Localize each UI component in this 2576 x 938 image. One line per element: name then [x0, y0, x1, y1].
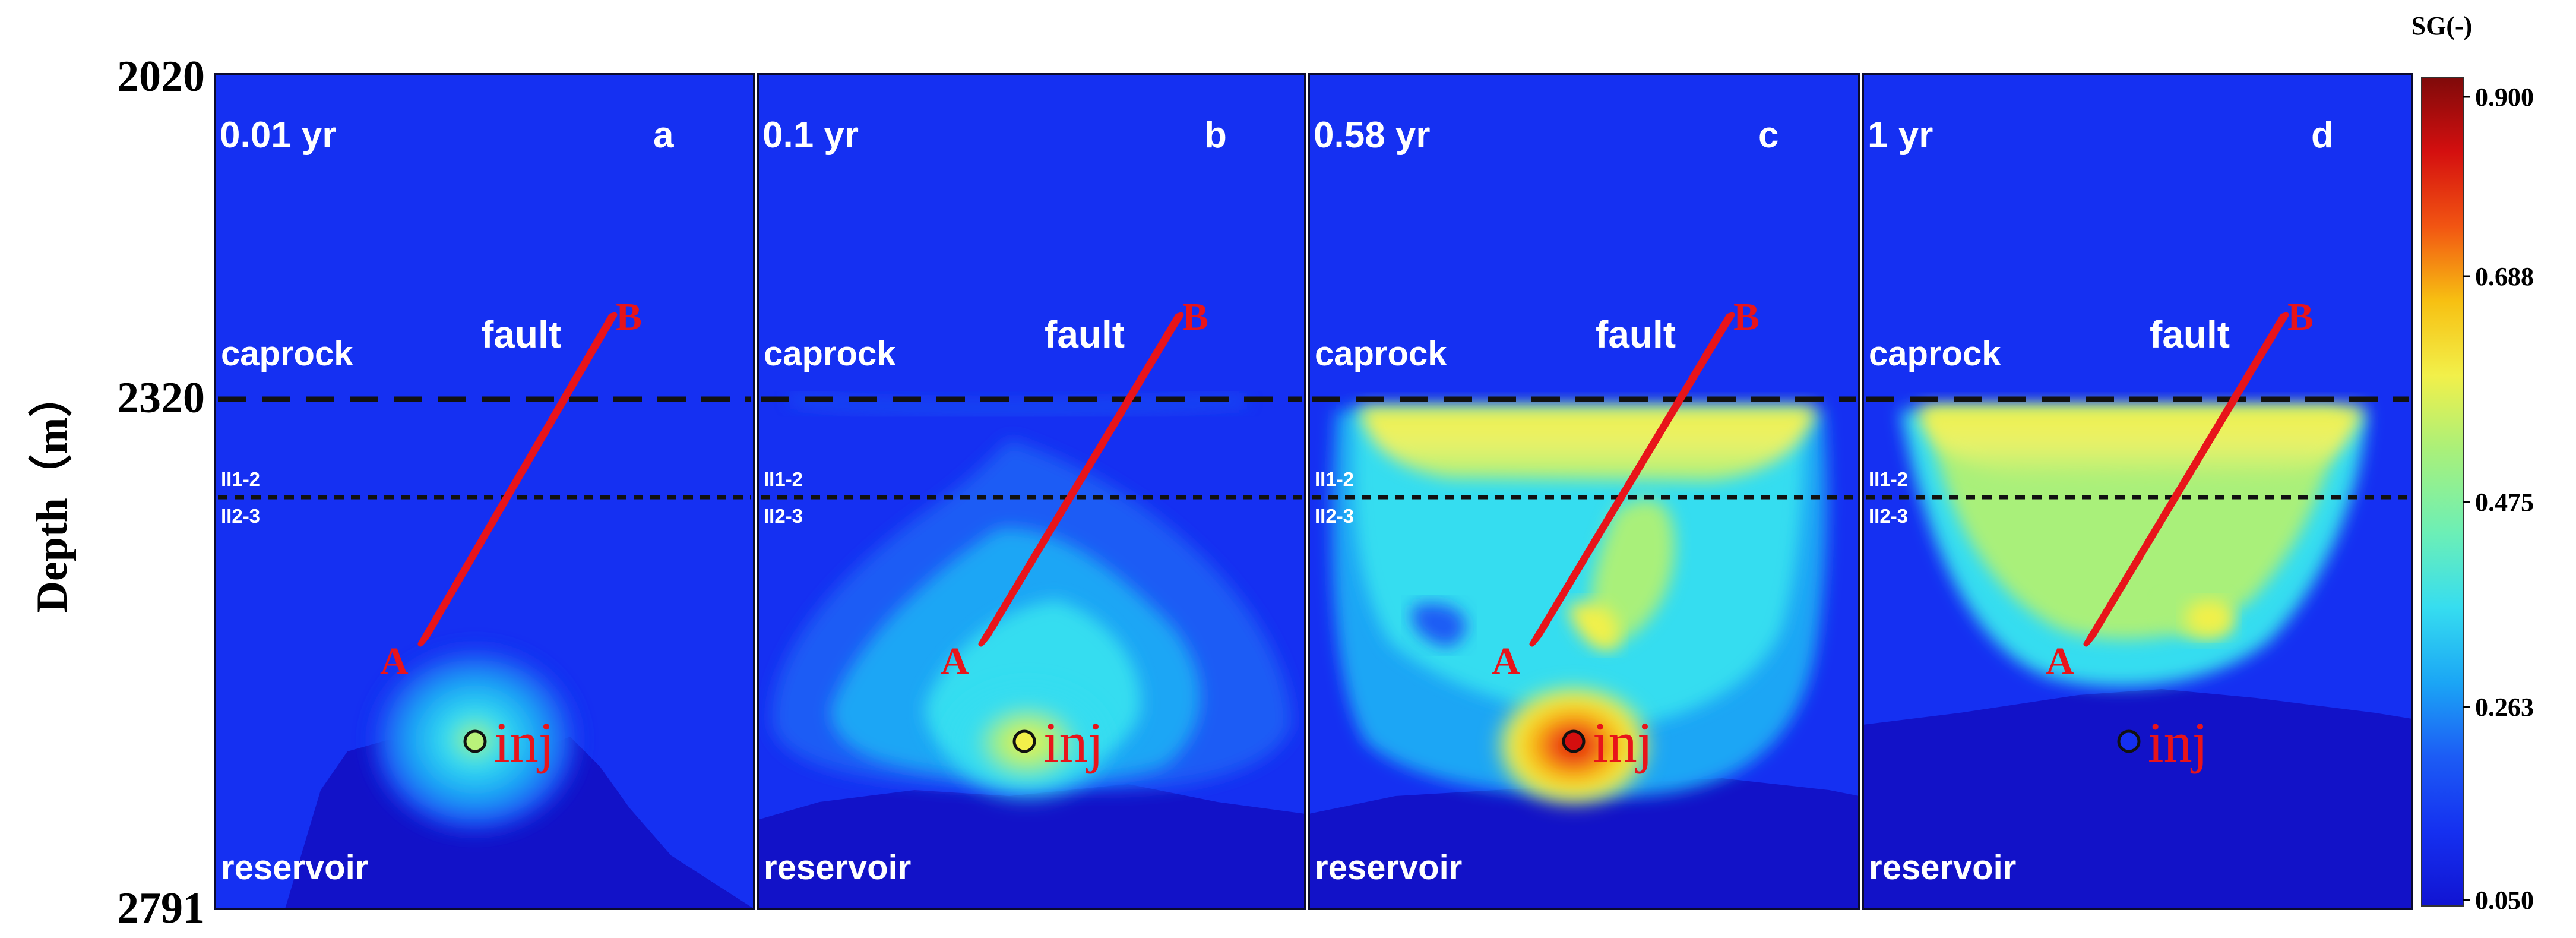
panel-time-label: 1 yr	[1868, 115, 1933, 156]
layer-label-lower: II2-3	[764, 505, 803, 527]
panel-c	[1309, 74, 1859, 909]
colorbar-tick-label: 0.688	[2475, 262, 2534, 291]
reservoir-label: reservoir	[764, 848, 911, 887]
y-tick-top: 2020	[117, 52, 205, 101]
fault-line	[978, 312, 1184, 647]
panel-time-label: 0.1 yr	[762, 115, 859, 156]
layer-label-lower: II2-3	[1869, 505, 1908, 527]
colorbar-tick-label: 0.050	[2475, 886, 2534, 915]
panel-time-label: 0.01 yr	[220, 115, 337, 156]
fault-label: fault	[2150, 313, 2230, 356]
injection-label: inj	[2148, 710, 2208, 774]
colorbar-tick-label: 0.900	[2475, 83, 2534, 112]
injection-well-marker	[1012, 729, 1036, 753]
fault-line	[417, 312, 618, 647]
fault-point-a: A	[380, 640, 409, 683]
injection-well-marker	[1562, 729, 1586, 753]
layer-label-lower: II2-3	[1315, 505, 1354, 527]
panel-d-frame	[1862, 73, 2413, 910]
fault-line	[1529, 312, 1735, 647]
panel-letter: b	[1204, 115, 1227, 156]
fault-label: fault	[481, 313, 561, 356]
fault-point-b: B	[1182, 295, 1208, 339]
fault-point-b: B	[2287, 295, 2314, 339]
injection-label: inj	[1043, 710, 1103, 774]
fault-label: fault	[1596, 313, 1676, 356]
layer-label-upper: II1-2	[1869, 468, 1908, 490]
fault-point-a: A	[2046, 640, 2074, 683]
fault-point-a: A	[941, 640, 969, 683]
y-axis-label: Depth（m）	[28, 374, 77, 613]
layer-label-upper: II1-2	[764, 468, 803, 490]
fault-point-b: B	[1733, 295, 1759, 339]
injection-label: inj	[494, 710, 554, 774]
panel-a-frame	[214, 73, 755, 910]
caprock-label: caprock	[221, 334, 353, 373]
reservoir-label: reservoir	[221, 848, 368, 887]
layer-label-upper: II1-2	[1315, 468, 1354, 490]
fault-line	[2083, 312, 2289, 647]
colorbar-tick-label: 0.263	[2475, 693, 2534, 722]
fault-point-a: A	[1492, 640, 1520, 683]
reservoir-label: reservoir	[1869, 848, 2016, 887]
y-tick-caprock: 2320	[117, 374, 205, 422]
reservoir-label: reservoir	[1315, 848, 1462, 887]
colorbar-tick-label: 0.475	[2475, 488, 2534, 517]
injection-well-marker	[463, 729, 487, 753]
layer-label-upper: II1-2	[221, 468, 260, 490]
caprock-label: caprock	[764, 334, 896, 373]
y-tick-bottom: 2791	[117, 884, 205, 933]
panel-b	[758, 74, 1305, 909]
panel-b-frame	[757, 73, 1306, 910]
panel-letter: a	[653, 115, 674, 156]
injection-well-marker	[2117, 729, 2141, 753]
fault-point-b: B	[616, 295, 642, 339]
colorbar	[2421, 77, 2464, 907]
panel-letter: d	[2311, 115, 2334, 156]
panel-time-label: 0.58 yr	[1314, 115, 1431, 156]
panel-a	[215, 74, 754, 909]
panel-letter: c	[1758, 115, 1778, 156]
caprock-label: caprock	[1315, 334, 1447, 373]
layer-label-lower: II2-3	[221, 505, 260, 527]
caprock-label: caprock	[1869, 334, 2001, 373]
colorbar-title: SG(-)	[2412, 11, 2473, 40]
panel-c-frame	[1308, 73, 1860, 910]
panel-d	[1863, 74, 2412, 909]
injection-label: inj	[1593, 710, 1653, 774]
fault-label: fault	[1045, 313, 1125, 356]
